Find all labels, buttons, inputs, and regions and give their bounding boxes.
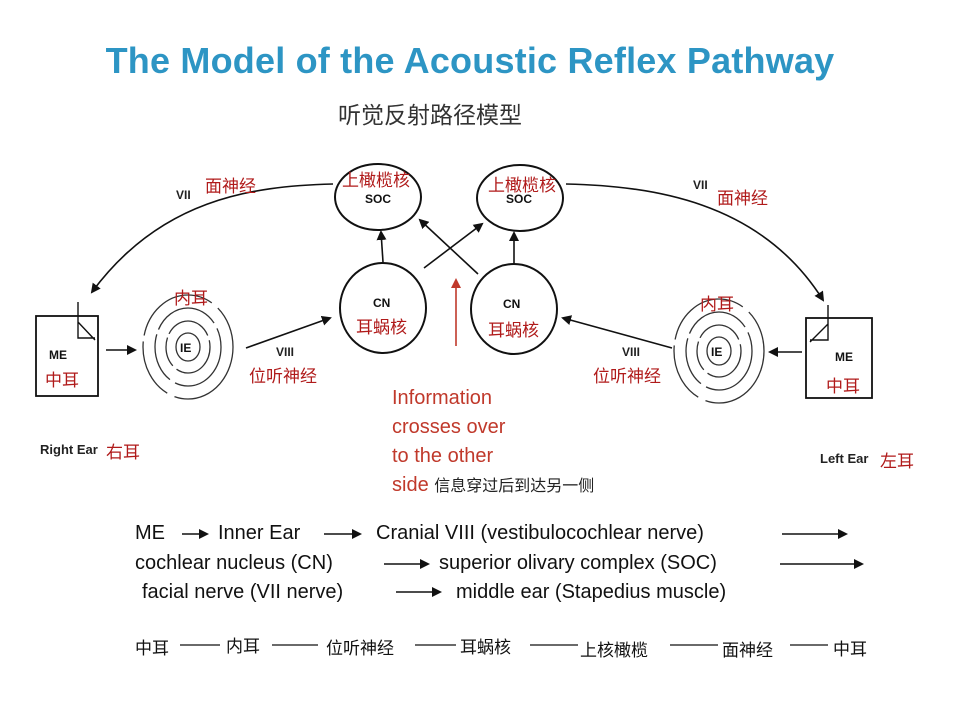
right-ear-en-label: Right Ear (40, 442, 98, 457)
cn-flow-1: 中耳 (135, 639, 169, 659)
arrow-cn-right-to-soc-right (376, 230, 387, 263)
flow-me: ME (135, 522, 165, 544)
note-line-1: Information (392, 387, 493, 409)
cn-flow-3: 位听神经 (326, 639, 394, 659)
vii-left-cn-label: 面神经 (717, 189, 768, 209)
page-title: The Model of the Acoustic Reflex Pathway (105, 40, 835, 81)
cn-flow-2: 内耳 (226, 637, 260, 657)
note-line-2: crosses over (392, 416, 506, 438)
right-ear-cn-label: 右耳 (106, 443, 140, 463)
cn-flow-5: 上核橄榄 (580, 641, 648, 661)
flow-inner-ear: Inner Ear (218, 522, 301, 544)
ie-right-spiral (142, 294, 234, 400)
soc-left-cn-label: 上橄榄核 (488, 176, 556, 196)
me-left-cn-label: 中耳 (826, 377, 860, 397)
vii-left-path (565, 183, 825, 302)
left-ear-cn-label: 左耳 (880, 452, 914, 472)
arrow-cn-right-to-soc-left (423, 222, 484, 269)
ie-right-cn-label: 内耳 (174, 289, 208, 309)
flow-soc: superior olivary complex (SOC) (439, 552, 717, 574)
me-left-code: ME (835, 350, 853, 364)
vii-left-roman: VII (693, 178, 708, 192)
ie-left-spiral (673, 298, 765, 404)
vii-right-roman: VII (176, 188, 191, 202)
left-ear-en-label: Left Ear (820, 451, 869, 466)
arrow-cn-left-to-soc-right (418, 218, 479, 275)
cn-left-cn-label: 耳蜗核 (488, 321, 539, 341)
me-right-ossicle (77, 302, 96, 341)
soc-right-code: SOC (365, 192, 392, 206)
ie-left-code: IE (711, 345, 723, 359)
viii-right-roman: VIII (276, 345, 295, 359)
cn-right-cn-label: 耳蜗核 (356, 318, 407, 338)
viii-right-arrow (245, 315, 332, 349)
note-line-3: to the other (392, 445, 494, 467)
cn-flow-4: 耳蜗核 (460, 638, 511, 658)
me-left-ossicle (809, 305, 829, 343)
soc-left-code: SOC (506, 192, 533, 206)
crossover-note: Information crosses over to the other si… (392, 384, 594, 500)
vii-right-cn-label: 面神经 (205, 177, 256, 197)
cn-flow-7: 中耳 (833, 640, 867, 660)
soc-right-cn-label: 上橄榄核 (342, 171, 410, 191)
flow-middle-ear: middle ear (Stapedius muscle) (456, 581, 727, 603)
me-right-box (35, 315, 99, 397)
cn-right-code: CN (373, 296, 391, 310)
viii-left-roman: VIII (622, 345, 641, 359)
viii-right-cn-label: 位听神经 (249, 367, 317, 387)
me-right-code: ME (49, 348, 67, 362)
me-right-cn-label: 中耳 (45, 371, 79, 391)
viii-left-cn-label: 位听神经 (593, 367, 661, 387)
cn-right-node (339, 262, 427, 354)
flow-cochlear-nucleus: cochlear nucleus (CN) (135, 552, 333, 574)
ie-right-code: IE (180, 341, 192, 355)
note-line-4: side (392, 474, 429, 496)
flow-facial-nerve: facial nerve (VII nerve) (142, 581, 344, 603)
cn-left-code: CN (503, 297, 521, 311)
viii-left-arrow (561, 315, 673, 349)
vii-right-path (90, 183, 334, 294)
soc-left-node (476, 164, 564, 232)
cn-flow-6: 面神经 (722, 641, 773, 661)
note-cn: 信息穿过后到达另一侧 (434, 476, 595, 495)
flow-cranial-viii: Cranial VIII (vestibulocochlear nerve) (376, 522, 704, 544)
me-left-box (805, 317, 873, 399)
page-subtitle: 听觉反射路径模型 (338, 103, 522, 129)
soc-right-node (334, 163, 422, 231)
ie-left-cn-label: 内耳 (700, 295, 734, 315)
